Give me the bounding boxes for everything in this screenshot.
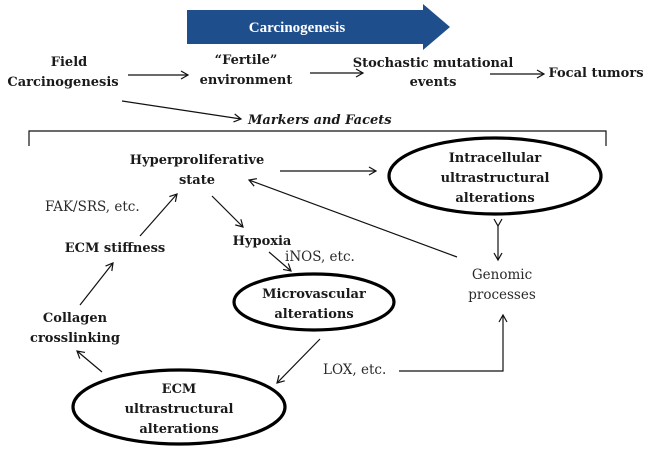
arrow-hyper-to-hypoxia <box>211 195 244 228</box>
arrow-microvascular-to-ecm-ultra <box>276 338 321 384</box>
arrow-lox-to-genomic <box>399 313 508 372</box>
hyperproliferative-line1: Hyperproliferative <box>130 153 264 168</box>
ecm-ultrastructural-ellipse <box>71 368 287 446</box>
arrow-collagen-to-ecm-stiffness <box>79 262 114 306</box>
arrow-genomic-to-hyper <box>247 178 458 258</box>
banner-label: Carcinogenesis <box>249 20 346 36</box>
markers-and-facets: Markers and Facets <box>247 113 392 128</box>
genomic-line1: Genomic <box>472 267 532 283</box>
ecm-ultra-line1: ECM <box>162 382 197 397</box>
hyperproliferative-line2: state <box>179 173 215 188</box>
collagen-line2: crosslinking <box>30 331 120 346</box>
microvascular-line1: Microvascular <box>262 287 366 302</box>
intracellular-line3: alterations <box>455 191 534 206</box>
stochastic-line2: events <box>410 75 457 90</box>
fak-srs-label: FAK/SRS, etc. <box>45 199 140 215</box>
inos-label: iNOS, etc. <box>285 249 355 265</box>
field-carcinogenesis-line2: Carcinogenesis <box>7 75 118 90</box>
microvascular-line2: alterations <box>274 307 353 322</box>
lox-label: LOX, etc. <box>323 362 386 378</box>
field-carcinogenesis-line1: Field <box>51 55 87 70</box>
fertile-line2: environment <box>200 73 293 88</box>
ecm-ultra-line2: ultrastructural <box>125 402 234 417</box>
markers-bracket <box>28 130 607 146</box>
genomic-line2: processes <box>468 287 536 303</box>
microvascular-ellipse <box>232 272 396 332</box>
stochastic-line1: Stochastic mutational <box>353 56 514 71</box>
hypoxia: Hypoxia <box>233 234 292 249</box>
focal-tumors: Focal tumors <box>548 66 643 81</box>
fertile-line1: “Fertile” <box>215 53 278 68</box>
carcinogenesis-banner-arrow: Carcinogenesis <box>187 4 450 50</box>
arrow-field-to-markers <box>121 100 243 123</box>
arrow-ecm-stiffness-to-hyper <box>139 193 178 237</box>
collagen-line1: Collagen <box>43 311 108 326</box>
ecm-ultra-line3: alterations <box>139 422 218 437</box>
ecm-stiffness: ECM stiffness <box>65 241 165 256</box>
arrow-hypoxia-to-microvascular <box>268 251 292 272</box>
banner-arrow-shape <box>187 4 450 50</box>
intracellular-line1: Intracellular <box>449 151 542 166</box>
arrow-ecm-ultra-to-collagen <box>76 350 103 373</box>
intracellular-ellipse <box>387 136 603 216</box>
intracellular-line2: ultrastructural <box>441 171 550 186</box>
